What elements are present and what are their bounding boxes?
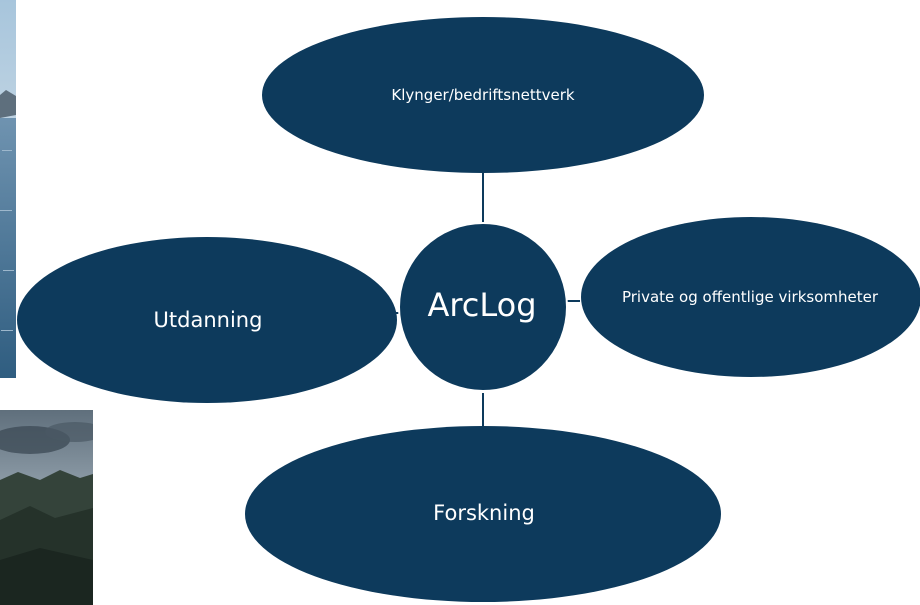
- node-left-shape: [17, 237, 397, 403]
- node-center-label: ArcLog: [427, 286, 537, 324]
- sea-photo: [0, 0, 16, 378]
- mountain-photo: [0, 410, 93, 605]
- node-bottom-shape: [245, 426, 721, 602]
- node-top-shape: [262, 17, 704, 173]
- node-right-label: Private og offentlige virksomheter: [621, 288, 879, 306]
- node-right-shape: [581, 217, 920, 377]
- node-top-label: Klynger/bedriftsnettverk: [391, 86, 575, 104]
- node-left-label: Utdanning: [153, 308, 263, 332]
- node-center-shape: [398, 222, 568, 392]
- node-bottom-label: Forskning: [433, 501, 535, 525]
